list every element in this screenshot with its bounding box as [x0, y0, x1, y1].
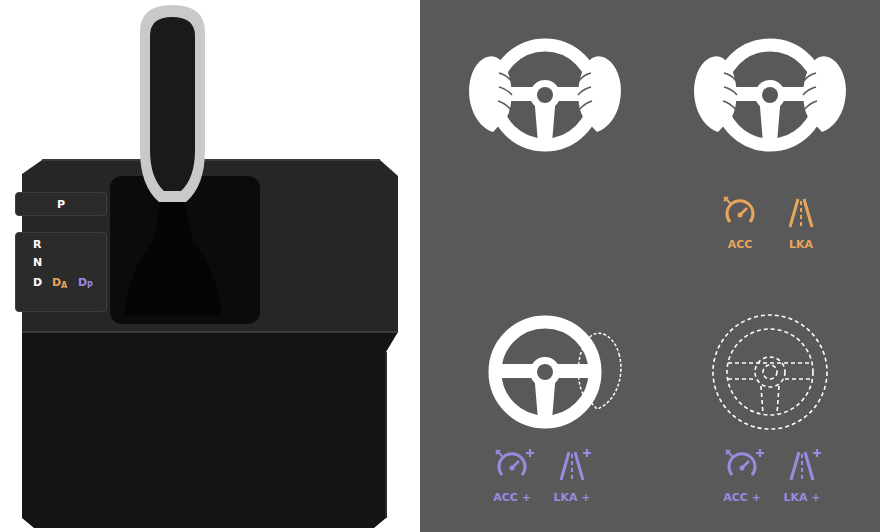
- lever-handle: [140, 5, 205, 202]
- acc-symbol: [724, 197, 753, 222]
- hand: [803, 56, 846, 132]
- acc-symbol: [496, 449, 534, 475]
- plus-mark: [526, 449, 534, 457]
- steering-wheel: [694, 45, 846, 145]
- steering-wheel: [495, 322, 621, 422]
- hand-mark: [724, 197, 731, 204]
- gauge-center: [738, 213, 743, 218]
- shifter-edge: [22, 331, 398, 333]
- hand-shape: [469, 56, 512, 132]
- steering-wheel: [713, 315, 827, 429]
- gear-letter: D: [78, 277, 87, 288]
- wheel-rim: [495, 322, 595, 422]
- wheel-hub-outline: [755, 357, 785, 387]
- hand: [578, 56, 621, 132]
- hand-finger: [803, 73, 817, 109]
- lane-line: [561, 452, 583, 480]
- lever-boot: [124, 195, 222, 316]
- wheel-hub: [530, 80, 560, 110]
- feature-label: LKA: [789, 239, 813, 250]
- hand-finger: [578, 73, 592, 109]
- lka-symbol: [790, 199, 812, 227]
- lane-center: [801, 454, 803, 480]
- lever-grip: [150, 17, 195, 191]
- plus-mark: [756, 449, 764, 457]
- lane-center: [800, 201, 802, 227]
- park-button: P: [15, 192, 107, 216]
- hand-shape: [803, 56, 846, 132]
- gear-letter: D: [52, 277, 61, 288]
- gear-letter: D: [33, 277, 42, 288]
- lane-line: [790, 199, 812, 227]
- lka-symbol: [561, 449, 591, 480]
- gear-letter: P: [57, 199, 65, 210]
- hand-finger: [723, 73, 737, 109]
- wheel-rim-outline: [713, 315, 827, 429]
- hand-outline: [578, 333, 621, 409]
- gear-subscript: P: [87, 282, 93, 290]
- feature-label: LKA +: [783, 492, 820, 503]
- icon-group: [469, 45, 846, 480]
- wheel-hub-hole: [537, 87, 553, 103]
- lka-symbol: [791, 449, 821, 480]
- shifter-edge: [42, 159, 380, 161]
- hand: [694, 56, 737, 132]
- steering-wheel: [469, 45, 621, 145]
- plus-mark: [813, 449, 821, 457]
- hand-shape: [694, 56, 737, 132]
- hand-mark: [726, 450, 733, 457]
- wheel-rim-outline: [727, 329, 813, 415]
- wheel-hub-hole: [537, 364, 553, 380]
- gear-subscript: A: [61, 282, 67, 290]
- feature-label: ACC +: [493, 492, 531, 503]
- feature-label: ACC +: [723, 492, 761, 503]
- plus-mark: [583, 449, 591, 457]
- acc-symbol: [726, 449, 764, 475]
- hand: [469, 56, 512, 132]
- hand: [578, 333, 621, 409]
- shifter-edge: [385, 352, 387, 518]
- gear-letter: N: [33, 257, 42, 268]
- wheel-spoke-outline: [728, 363, 812, 414]
- hand-mark: [496, 450, 503, 457]
- lane-center: [571, 454, 573, 480]
- wheel-hub-hole: [762, 87, 778, 103]
- feature-label: ACC: [728, 239, 753, 250]
- wheel-hub: [530, 357, 560, 387]
- gauge-center: [510, 466, 515, 471]
- wheel-hub-outline: [763, 365, 777, 379]
- gear-selector-button: RNDDADP: [15, 232, 107, 312]
- lane-line: [791, 452, 813, 480]
- feature-label: LKA +: [553, 492, 590, 503]
- icon-panel: [420, 0, 880, 532]
- gear-letter: R: [33, 239, 41, 250]
- hand-finger: [498, 73, 512, 109]
- shifter-front-face: [22, 332, 398, 528]
- wheel-hub: [755, 80, 785, 110]
- gauge-center: [740, 466, 745, 471]
- hand-shape: [578, 56, 621, 132]
